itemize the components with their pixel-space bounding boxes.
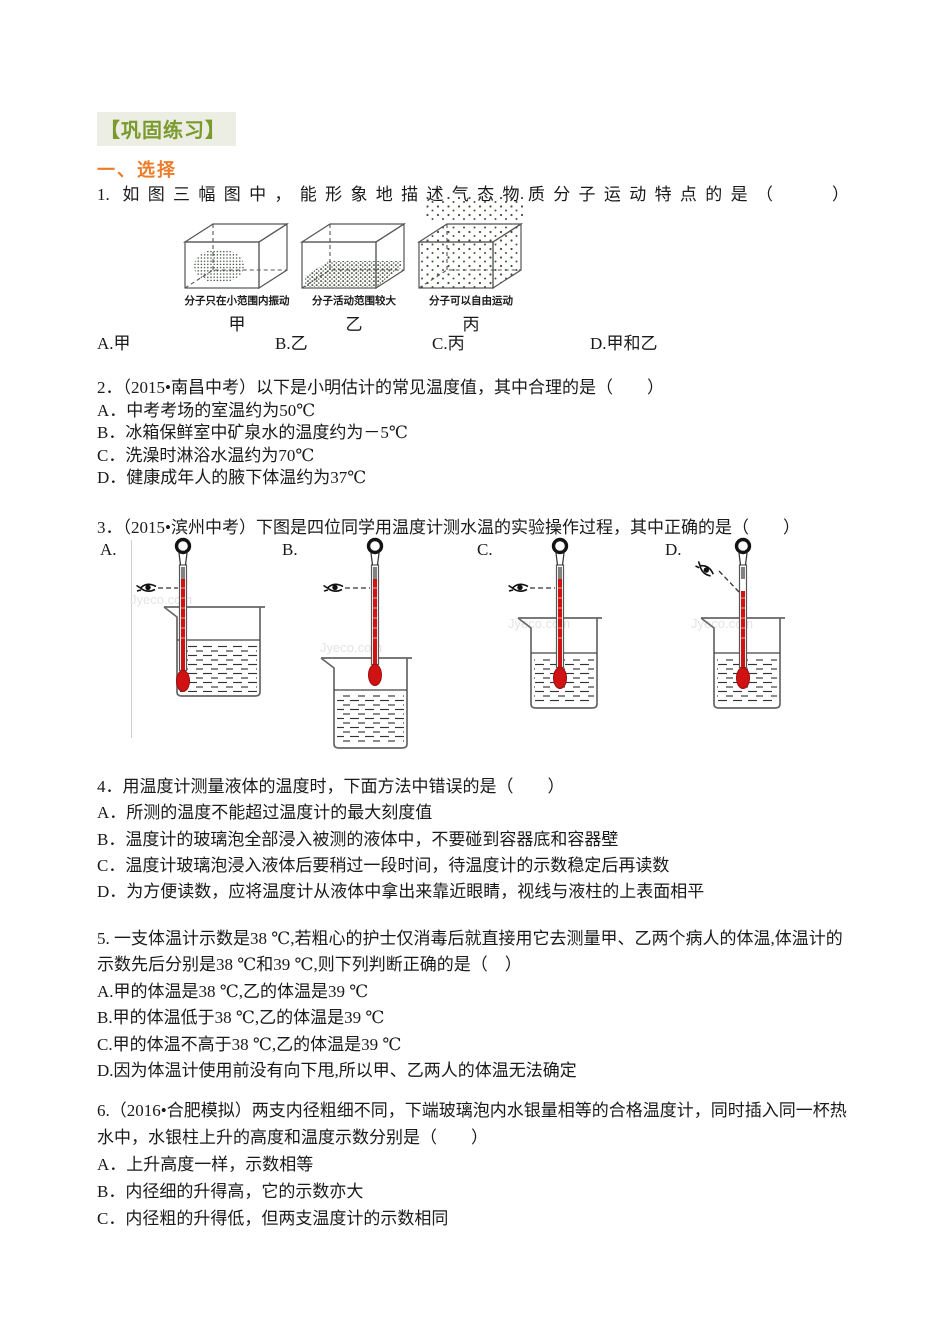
dense-molecule-cluster (194, 249, 244, 283)
question-4-stem: 4．用温度计测量液体的温度时，下面方法中错误的是（ ） (97, 777, 565, 796)
image-border-line (131, 540, 132, 738)
question-1-stem: 1. 如图三幅图中，能形象地描述气态物质分子运动特点的是（ ） (97, 185, 849, 204)
option-c: C．温度计玻璃泡浸入液体后要稍过一段时间，待温度计的示数稳定后再读数 (97, 855, 670, 875)
figure-caption: 分子活动范围较大 (312, 296, 396, 307)
watermark: Jyeco.com (130, 592, 192, 607)
question-6: 6.（2016•合肥模拟）两支内径粗细不同，下端玻璃泡内水银量相等的合格温度计，… (97, 1097, 847, 1232)
thermometer (174, 537, 192, 692)
option-c: C.甲的体温不高于38 ℃,乙的体温是39 ℃ (97, 1034, 402, 1054)
free-molecules-inside (419, 224, 521, 288)
option-b: B．内径细的升得高，它的示数亦大 (97, 1182, 364, 1201)
thermometer (366, 537, 384, 686)
thermometer (551, 537, 569, 689)
water (337, 694, 404, 744)
molecule-figure-jia: 分子只在小范围内振动 甲 (181, 196, 293, 335)
eye-icon (508, 583, 529, 592)
option-a: A．中考考场的室温约为50℃ (97, 400, 316, 420)
beaker (320, 657, 412, 749)
question-5: 5. 一支体温计示数是38 ℃,若粗心的护士仅消毒后就直接用它去测量甲、乙两个病… (97, 926, 843, 1084)
question-1-options: A.甲 B.乙 C.丙 D.甲和乙 (97, 329, 850, 354)
option-d: D．健康成年人的腋下体温约为37℃ (97, 468, 367, 488)
option-a: A.甲 (97, 334, 131, 353)
section-title-choice: 一、选择 (97, 160, 177, 180)
molecule-box-bing-diagram (416, 196, 524, 290)
option-b: B.乙 (275, 334, 308, 353)
figure-caption: 分子只在小范围内振动 (184, 296, 290, 307)
figure-caption: 分子可以自由运动 (429, 296, 513, 307)
option-c: C.丙 (432, 334, 465, 353)
figure-label: 丙 (462, 315, 480, 334)
question-3-diagrams: A. B. C. D. Jyeco.com (97, 536, 887, 768)
watermark: Jyeco.com (508, 616, 570, 631)
water (180, 644, 257, 692)
question-5-stem-line-2: 示数先后分别是38 ℃和39 ℃,则下列判断正确的是（ ） (97, 955, 522, 975)
thermometer-diagram-c: Jyeco.com (508, 537, 602, 709)
question-4: 4．用温度计测量液体的温度时，下面方法中错误的是（ ） A．所测的温度不能超过温… (97, 774, 704, 905)
option-d: D.因为体温计使用前没有向下甩,所以甲、乙两人的体温无法确定 (97, 1061, 577, 1081)
option-d: D．为方便读数，应将温度计从液体中拿出来靠近眼睛，视线与液柱的上表面相平 (97, 882, 705, 902)
eye-icon (695, 561, 714, 577)
option-a: A.甲的体温是38 ℃,乙的体温是39 ℃ (97, 981, 369, 1001)
option-b: B．冰箱保鲜室中矿泉水的温度约为－5℃ (97, 423, 408, 443)
option-a: A．上升高度一样，示数相等 (97, 1155, 314, 1174)
thermometer-diagram-b: Jyeco.com (320, 537, 412, 749)
question-6-stem-line-1: 6.（2016•合肥模拟）两支内径粗细不同，下端玻璃泡内水银量相等的合格温度计，… (97, 1101, 847, 1120)
option-b: B.甲的体温低于38 ℃,乙的体温是39 ℃ (97, 1008, 385, 1028)
diagram-label-a: A. (100, 540, 117, 559)
molecule-box-jia-diagram (182, 222, 290, 290)
diagram-label-c: C. (477, 540, 493, 559)
diagram-label-d: D. (665, 540, 682, 559)
question-6-stem-line-2: 水中，水银柱上升的高度和温度示数分别是（ ） (97, 1128, 488, 1147)
bottom-molecule-layer (305, 261, 401, 287)
question-2-stem: 2．（2015•南昌中考）以下是小明估计的常见温度值，其中合理的是（ ） (97, 378, 664, 397)
eye-icon (323, 583, 344, 592)
figure-label: 甲 (228, 315, 246, 334)
diagram-label-b: B. (282, 540, 298, 559)
option-b: B．温度计的玻璃泡全部浸入被测的液体中，不要碰到容器底和容器壁 (97, 829, 619, 849)
thermometer-diagram-a: Jyeco.com (130, 537, 265, 697)
question-5-stem-line-1: 5. 一支体温计示数是38 ℃,若粗心的护士仅消毒后就直接用它去测量甲、乙两个病… (97, 929, 843, 948)
question-3-stem: 3．（2015•滨州中考）下图是四位同学用温度计测水温的实验操作过程，其中正确的… (97, 518, 800, 537)
option-d: D.甲和乙 (590, 334, 658, 353)
figure-label: 乙 (345, 315, 363, 334)
question-2: 2．（2015•南昌中考）以下是小明估计的常见温度值，其中合理的是（ ） A．中… (97, 377, 664, 490)
sight-line (718, 570, 740, 593)
watermark: Jyeco.com (320, 640, 382, 655)
option-c: C．洗澡时淋浴水温约为70℃ (97, 445, 315, 465)
option-a: A．所测的温度不能超过温度计的最大刻度值 (97, 803, 433, 823)
option-c: C．内径粗的升得低，但两支温度计的示数相同 (97, 1209, 449, 1228)
question-1-figures: 分子只在小范围内振动 甲 分子活动范围较大 (181, 196, 527, 335)
box-outline (182, 222, 290, 290)
molecule-box-yi-diagram (299, 222, 407, 290)
eye-icon (136, 583, 157, 592)
molecule-figure-bing: 分子可以自由运动 丙 (415, 196, 527, 335)
watermark: Jyeco.com (691, 616, 753, 631)
free-molecules-above (423, 196, 523, 222)
thermometer (734, 537, 752, 689)
molecule-figure-yi: 分子活动范围较大 乙 (298, 196, 410, 335)
thermometer-diagram-d: Jyeco.com (691, 537, 785, 709)
practice-header-badge: 【巩固练习】 (97, 112, 236, 146)
